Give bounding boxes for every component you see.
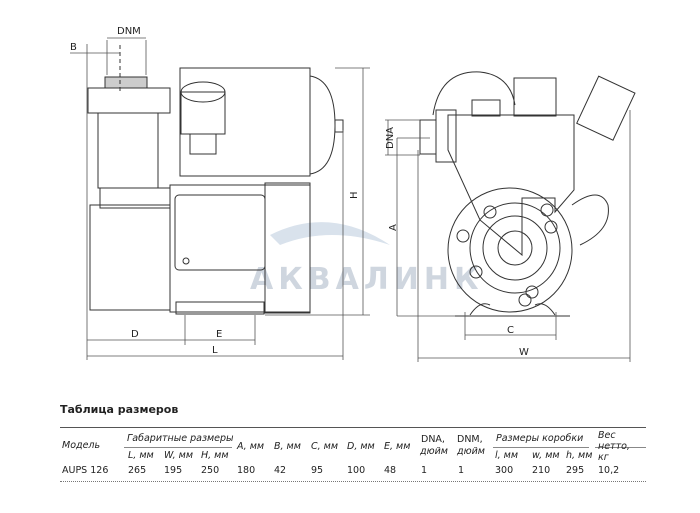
cell-box-w: 210	[532, 465, 551, 476]
a-label: A	[388, 224, 399, 231]
header-d: D, мм	[347, 441, 375, 452]
cell-weight: 10,2	[598, 465, 620, 476]
d-label: D	[131, 329, 139, 340]
header-box-w: w, мм	[532, 450, 560, 461]
cell-a: 180	[237, 465, 256, 476]
side-dimensions	[70, 37, 370, 360]
e-label: E	[216, 329, 222, 340]
b-label: B	[70, 42, 77, 53]
cell-box-l: 300	[495, 465, 514, 476]
header-model: Модель	[62, 440, 101, 451]
header-e: E, мм	[384, 441, 411, 452]
header-box: Размеры коробки	[496, 433, 584, 444]
header-dna: DNA,	[421, 434, 445, 445]
watermark: АКВАЛИНК	[250, 262, 484, 297]
c-label: C	[507, 325, 514, 336]
header-dnm-unit: дюйм	[457, 446, 485, 457]
cell-dna: 1	[421, 465, 428, 476]
header-l: L, мм	[128, 450, 154, 461]
h-label: H	[349, 191, 360, 199]
header-weight-2: нетто,	[598, 441, 630, 452]
w-label: W	[519, 347, 529, 358]
cell-w: 195	[164, 465, 183, 476]
cell-e: 48	[384, 465, 397, 476]
front-dimensions	[385, 110, 631, 362]
cell-d: 100	[347, 465, 366, 476]
dna-label: DNA	[385, 127, 396, 149]
l-label: L	[212, 345, 218, 356]
header-dnm: DNM,	[457, 434, 483, 445]
cell-h: 250	[201, 465, 220, 476]
header-overall: Габаритные размеры	[127, 433, 234, 444]
cell-b: 42	[274, 465, 287, 476]
header-box-l: l, мм	[495, 450, 519, 461]
header-weight-3: кг	[598, 452, 609, 463]
table-title: Таблица размеров	[60, 403, 179, 416]
header-a: A, мм	[237, 441, 265, 452]
header-b: B, мм	[274, 441, 301, 452]
pump-drawing: DNM B H D E L DNA A C W	[70, 26, 636, 362]
header-w: W, мм	[164, 450, 193, 461]
cell-model: AUPS 126	[62, 465, 109, 476]
cell-c: 95	[311, 465, 324, 476]
header-dna-unit: дюйм	[420, 446, 448, 457]
table-bottom-rule	[60, 481, 646, 482]
header-weight-1: Вес	[598, 430, 616, 441]
watermark-wave-icon	[270, 222, 390, 245]
cell-l: 265	[128, 465, 147, 476]
side-view	[87, 45, 344, 315]
dnm-label: DNM	[117, 26, 141, 37]
front-view	[419, 71, 636, 317]
header-box-h: h, мм	[566, 450, 593, 461]
cell-dnm: 1	[458, 465, 465, 476]
header-h: H, мм	[201, 450, 229, 461]
cell-box-h: 295	[566, 465, 585, 476]
header-c: C, мм	[311, 441, 339, 452]
